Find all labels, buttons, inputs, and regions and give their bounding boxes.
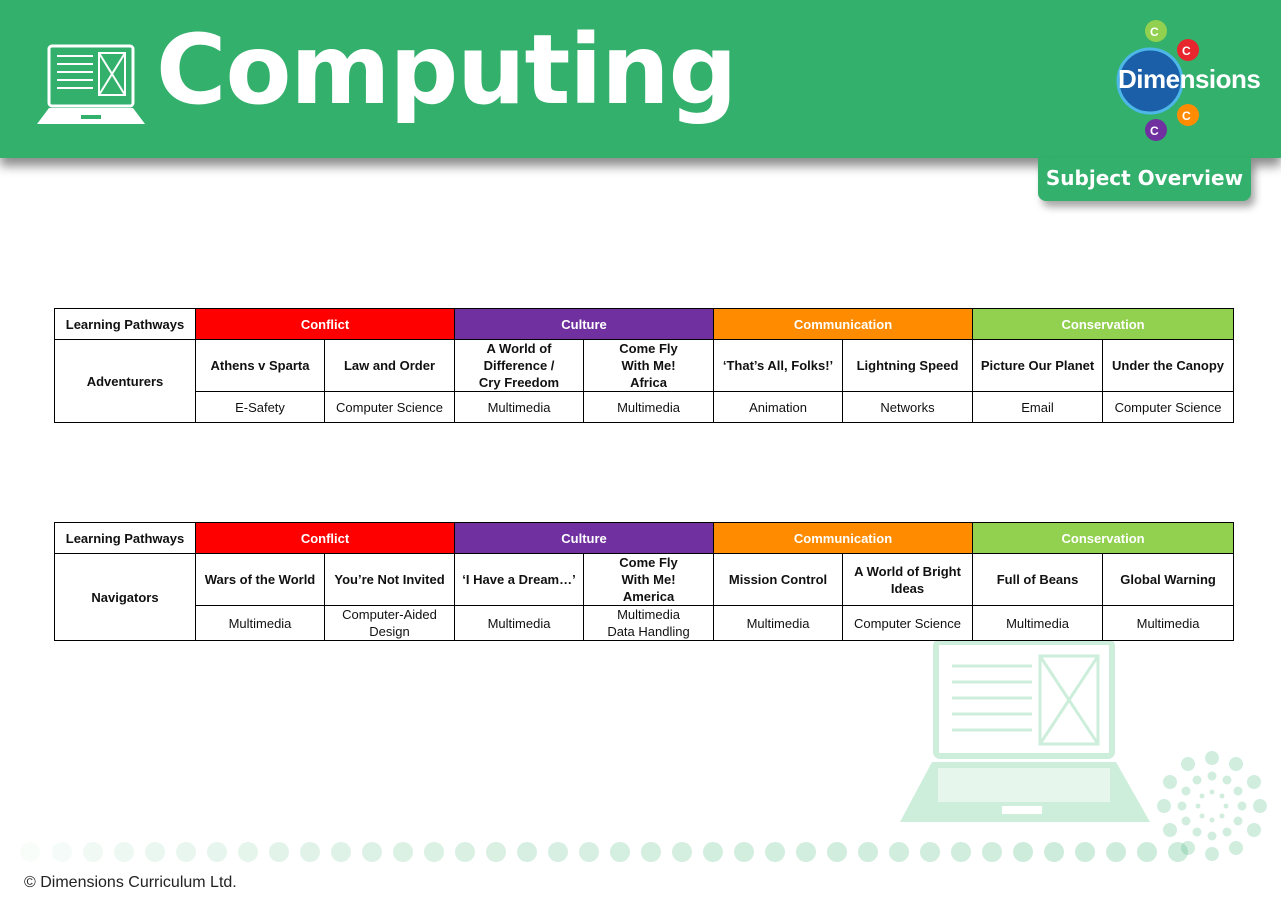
topic-cell: A World of Bright Ideas (842, 553, 974, 606)
subject-overview-tab: Subject Overview (1038, 158, 1251, 201)
laptop-watermark-icon (900, 639, 1150, 822)
topic-cell: A World of Difference / Cry Freedom (454, 339, 585, 392)
area-cell: Computer Science (842, 605, 974, 641)
topic-cell: Law and Order (323, 339, 456, 392)
copyright-footer: © Dimensions Curriculum Ltd. (24, 874, 237, 891)
header-banner: Computing C C C C Dimensions (0, 0, 1281, 158)
decorative-burst (1157, 751, 1267, 861)
learning-pathways-label: Learning Pathways (54, 308, 196, 340)
pathway-label: Navigators (54, 553, 196, 641)
svg-text:C: C (1182, 109, 1191, 123)
area-cell: Multimedia (1102, 605, 1235, 641)
topic-cell: ‘I Have a Dream…’ (454, 553, 585, 606)
topic-cell: Wars of the World (195, 553, 325, 606)
area-cell: Multimedia (454, 391, 585, 423)
theme-conflict: Conflict (194, 308, 456, 340)
topic-cell: Full of Beans (972, 553, 1104, 606)
topic-cell: Lightning Speed (842, 339, 974, 392)
laptop-icon (37, 44, 145, 124)
navigators-table: Learning Pathways Conflict Culture Commu… (54, 522, 1235, 641)
pathway-label: Adventurers (54, 339, 196, 423)
area-cell: Multimedia (713, 605, 844, 641)
page-title: Computing (156, 14, 737, 126)
topic-cell: Come Fly With Me! America (583, 553, 715, 606)
theme-conservation: Conservation (972, 522, 1235, 554)
area-cell: Email (972, 391, 1104, 423)
topic-cell: You’re Not Invited (323, 553, 456, 606)
adventurers-table: Learning Pathways Conflict Culture Commu… (54, 308, 1235, 423)
area-cell: Multimedia (454, 605, 585, 641)
theme-communication: Communication (713, 522, 974, 554)
area-cell: E-Safety (195, 391, 325, 423)
dimensions-logo: C C C C Dimensions (1108, 18, 1264, 144)
area-cell: Multimedia (972, 605, 1104, 641)
svg-text:C: C (1182, 44, 1191, 58)
theme-conflict: Conflict (194, 522, 456, 554)
area-cell: Computer-Aided Design (323, 605, 456, 641)
area-cell: Multimedia Data Handling (583, 605, 715, 641)
svg-text:C: C (1150, 25, 1159, 39)
area-cell: Animation (713, 391, 844, 423)
area-cell: Computer Science (1102, 391, 1235, 423)
decorative-dots (52, 842, 1188, 862)
topic-cell: Picture Our Planet (972, 339, 1104, 392)
logo-wordmark: Dimensions (1118, 64, 1261, 94)
topic-cell: Global Warning (1102, 553, 1235, 606)
topic-cell: Mission Control (713, 553, 844, 606)
area-cell: Computer Science (323, 391, 456, 423)
area-cell: Networks (842, 391, 974, 423)
topic-cell: Come Fly With Me! Africa (583, 339, 715, 392)
theme-culture: Culture (454, 522, 715, 554)
topic-cell: Under the Canopy (1102, 339, 1235, 392)
svg-text:C: C (1150, 124, 1159, 138)
area-cell: Multimedia (583, 391, 715, 423)
theme-culture: Culture (454, 308, 715, 340)
topic-cell: Athens v Sparta (195, 339, 325, 392)
area-cell: Multimedia (195, 605, 325, 641)
learning-pathways-label: Learning Pathways (54, 522, 196, 554)
theme-communication: Communication (713, 308, 974, 340)
theme-conservation: Conservation (972, 308, 1235, 340)
topic-cell: ‘That’s All, Folks!’ (713, 339, 844, 392)
